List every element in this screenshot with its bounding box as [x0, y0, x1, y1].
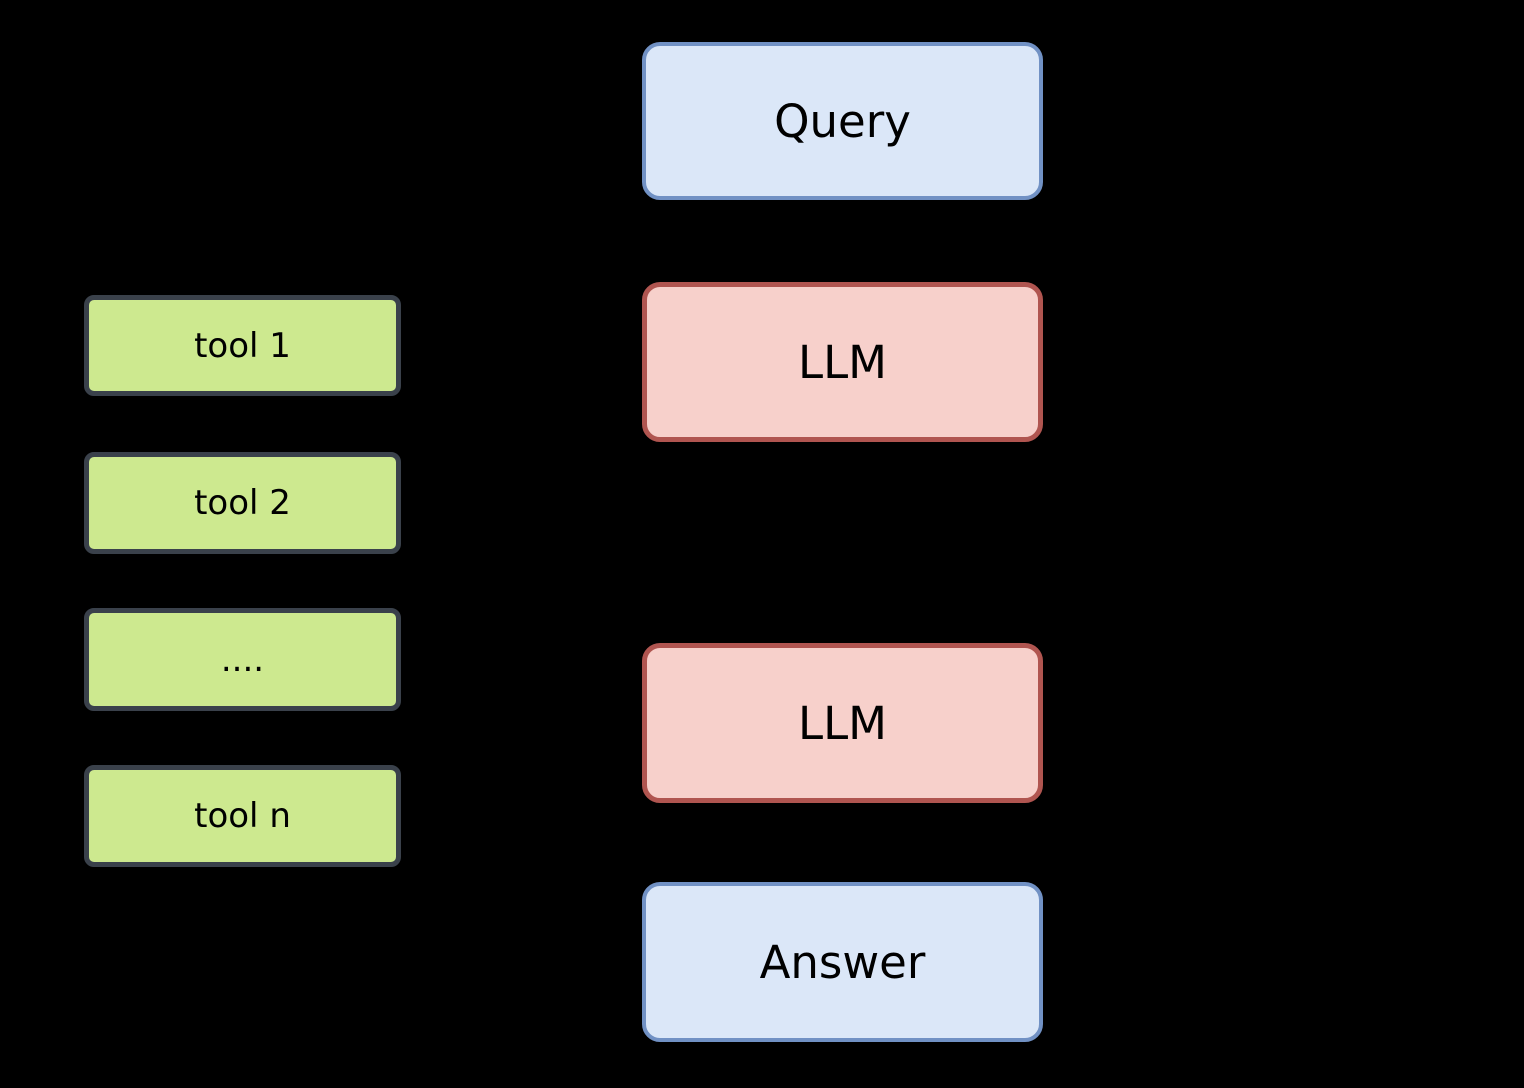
node-tool-n: tool n — [84, 765, 401, 867]
node-answer-label: Answer — [759, 935, 926, 989]
node-tool-2-label: tool 2 — [194, 483, 291, 523]
node-tool-1-label: tool 1 — [194, 325, 291, 366]
node-query: Query — [642, 42, 1043, 200]
node-llm-bottom: LLM — [642, 643, 1043, 803]
node-tool-ellipsis: .... — [84, 608, 401, 711]
node-tool-n-label: tool n — [194, 796, 291, 836]
node-query-label: Query — [774, 94, 911, 148]
node-llm-bottom-label: LLM — [798, 696, 887, 750]
node-llm-top: LLM — [642, 282, 1043, 442]
node-tool-2: tool 2 — [84, 452, 401, 554]
node-tool-ellipsis-label: .... — [220, 639, 265, 680]
node-llm-top-label: LLM — [798, 335, 887, 389]
node-answer: Answer — [642, 882, 1043, 1042]
node-tool-1: tool 1 — [84, 295, 401, 396]
